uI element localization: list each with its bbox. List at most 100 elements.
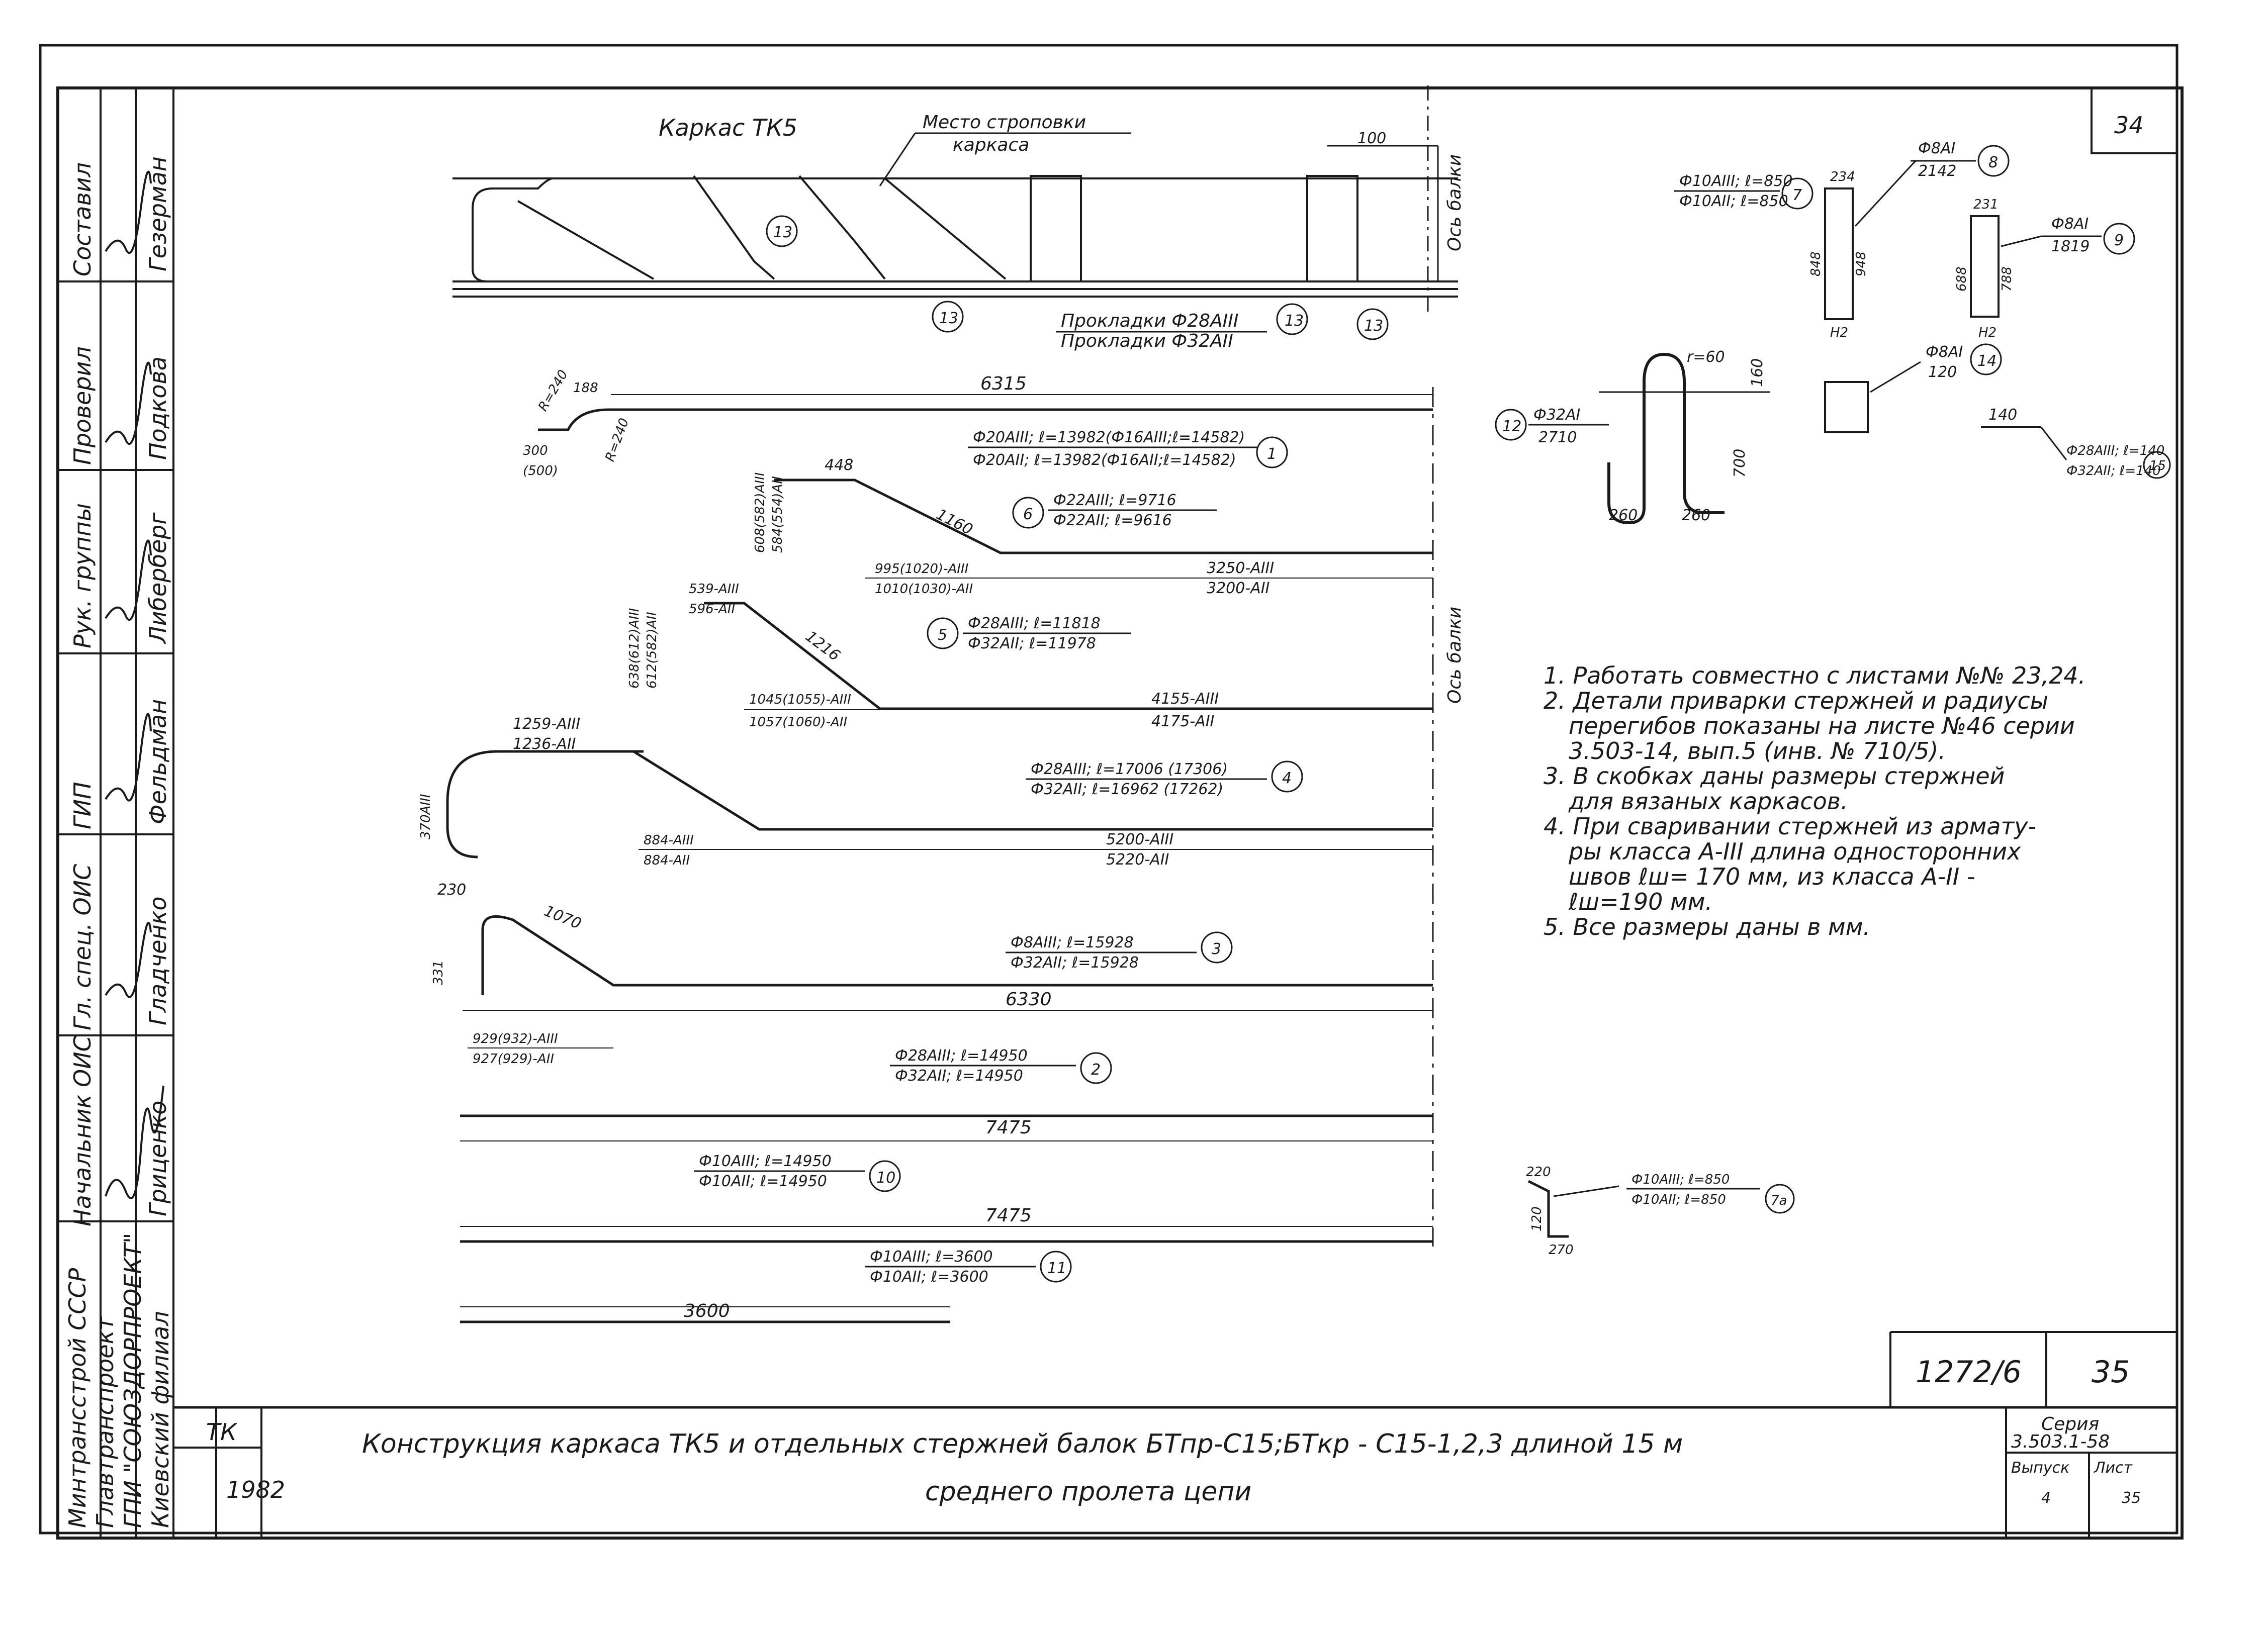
sheet-title-line-1: Конструкция каркаса ТК5 и отдельных стер… (362, 1429, 1683, 1459)
bar-5-length-2: 4175-АII (1151, 713, 1215, 730)
frame-tk5: Каркас ТК5 Место строповки каркаса 100 О… (452, 85, 1813, 351)
bar-3-top: 230 (437, 881, 466, 899)
stamp-role-2: ГИП (69, 782, 96, 829)
callout-7: 7 (1792, 186, 1802, 204)
bar-5-length: 4155-АIII (1151, 690, 1219, 708)
bar-6-b2: 1010(1030)-АII (875, 582, 973, 597)
d12-h: 700 (1731, 449, 1749, 477)
callout-7a: 7a (1771, 1193, 1787, 1208)
bar-5-h1: 638(612)АIII (627, 608, 642, 689)
d15-spec-2: Ф32АII; ℓ=140 (2066, 463, 2161, 479)
inner-frame (56, 86, 2184, 1540)
d14-len: 120 (1928, 363, 1957, 381)
notes: 1. Работать совместно с листами №№ 23,24… (1544, 662, 2085, 940)
bar-5-spec-1: Ф28АIII; ℓ=11818 (968, 615, 1101, 632)
detail-9: 231 688 788 H2 Ф8АI 1819 9 (1954, 197, 2135, 340)
bar-2-no: 2 (1091, 1061, 1101, 1079)
beam-axis-label: Ось балки (1444, 154, 1465, 251)
bar-6-spec-1: Ф22АIII; ℓ=9716 (1053, 492, 1176, 509)
bar-4-h: 370АIII (418, 794, 433, 839)
detail-14: Ф8АI 120 14 (1824, 343, 2002, 433)
bar-1-length: 6315 (980, 373, 1027, 394)
d8-dim-234: 234 (1830, 169, 1855, 184)
sheet-value: 35 (2122, 1489, 2141, 1507)
d9-h2: H2 (1978, 325, 1997, 340)
callout-13d: 13 (939, 310, 958, 327)
stamp-name-4: Подкова (144, 356, 171, 460)
dim-100: 100 (1357, 130, 1386, 147)
bar-6-h2: 584(554)АII (770, 476, 785, 553)
bar-2-spec-2: Ф32АII; ℓ=14950 (895, 1067, 1023, 1085)
stamp-name-3: Либерберг (144, 512, 171, 644)
note-line-5: для вязаных каркасов. (1568, 788, 1848, 815)
bar-3-spec-2: Ф32АII; ℓ=15928 (1011, 954, 1139, 972)
bar-11-no: 11 (1047, 1260, 1066, 1277)
bar-1-no: 1 (1267, 445, 1277, 463)
bar-4-length-2: 5220-АII (1106, 851, 1169, 869)
d12-w1: 260 (1609, 507, 1638, 524)
sheet-title-line-2: среднего пролета цепи (925, 1477, 1251, 1507)
bar-11-length: 3600 (684, 1301, 730, 1321)
bar-4-spec-2: Ф32АII; ℓ=16962 (17262) (1031, 781, 1223, 798)
signature (105, 1085, 164, 1199)
d8-len: 2142 (1918, 162, 1956, 180)
bar-6-length-2: 3200-АII (1207, 580, 1270, 597)
note-line-4: 3. В скобках даны размеры стержней (1544, 762, 2005, 790)
bar-10-spec-2: Ф10АII; ℓ=14950 (699, 1173, 827, 1190)
bar-6-top: 448 (825, 456, 853, 474)
bar-4-b2: 884-АII (644, 853, 690, 868)
stamp-role-3: Рук. группы (69, 503, 96, 648)
note-line-8: швов ℓш= 170 мм, из класса А-II - (1569, 863, 1975, 890)
bar-6: 448 1160 608(582)АIII 584(554)АII 995(10… (753, 456, 1433, 597)
d7a-spec-2: Ф10АII; ℓ=850 (1631, 1192, 1726, 1207)
note-line-1: 2. Детали приварки стержней и радиусы (1544, 687, 2048, 714)
pad-label-1: Прокладки Ф28АIII (1061, 311, 1239, 331)
signature (105, 713, 152, 802)
d8-dim-848: 848 (1808, 251, 1824, 276)
series-value: 3.503.1-58 (2011, 1431, 2110, 1452)
page-number: 34 (2114, 112, 2144, 139)
d8-spec: Ф8АI (1918, 140, 1955, 157)
stamp-role-5: Составил (69, 162, 96, 276)
archive-number: 1272/6 (1916, 1355, 2022, 1390)
note-line-2: перегибов показаны на листе №46 серии (1569, 712, 2075, 739)
issue-value: 4 (2041, 1489, 2051, 1507)
note-line-10: 5. Все размеры даны в мм. (1544, 913, 1870, 940)
bar-5-b2: 1057(1060)-АII (749, 715, 847, 730)
d7-spec-2: Ф10АII; ℓ=850 (1679, 193, 1788, 210)
stamp-name-0: Гриценко (144, 1101, 171, 1216)
d12-len: 2710 (1538, 429, 1577, 446)
callout-9: 9 (2114, 232, 2124, 249)
bar-1-d5: R=240 (602, 416, 632, 463)
bar-6-h1: 608(582)АIII (753, 472, 768, 553)
callout-8: 8 (1988, 154, 1998, 171)
d12-spec: Ф32АI (1533, 406, 1581, 424)
signature (105, 922, 152, 998)
archive-sheet: 35 (2092, 1355, 2130, 1390)
bar-3: 230 1070 331 929(932)-АIII 927(929)-АII … (431, 881, 1433, 1067)
bar-6-b1: 995(1020)-АIII (875, 561, 968, 577)
bar-1-d3: (500) (523, 463, 558, 479)
callout-15: 15 (2149, 458, 2166, 473)
stamp-name-5: Гезерман (144, 156, 171, 271)
bar-3-slope: 1070 (541, 902, 584, 933)
bar-11-spec-1: Ф10АIII; ℓ=3600 (870, 1248, 993, 1266)
d14-spec: Ф8АI (1926, 343, 1963, 361)
bar-2-length: 7475 (985, 1117, 1032, 1138)
bar-3-h: 331 (431, 960, 446, 985)
bar-1-d4: R=240 (535, 367, 571, 414)
bar-6-slope: 1160 (933, 506, 975, 539)
bar-3-b1: 929(932)-АIII (473, 1031, 558, 1046)
bar-11: 3600 Ф10АIII; ℓ=3600 Ф10АII; ℓ=3600 11 (460, 1248, 1072, 1323)
detail-15: 140 Ф28АIII; ℓ=140 Ф32АII; ℓ=140 15 (1981, 406, 2171, 479)
bar-6-no: 6 (1023, 506, 1033, 523)
d9-dim-231: 231 (1973, 197, 1999, 212)
beam-axis-label-2: Ось балки (1444, 607, 1465, 704)
bar-5-slope: 1216 (802, 627, 843, 664)
callout-13c: 13 (773, 224, 792, 241)
note-line-3: 3.503-14, вып.5 (инв. № 710/5). (1569, 737, 1946, 764)
bar-5-h2: 612(582)АII (645, 612, 660, 689)
bar-10-no: 10 (876, 1169, 895, 1187)
signature (105, 539, 152, 621)
